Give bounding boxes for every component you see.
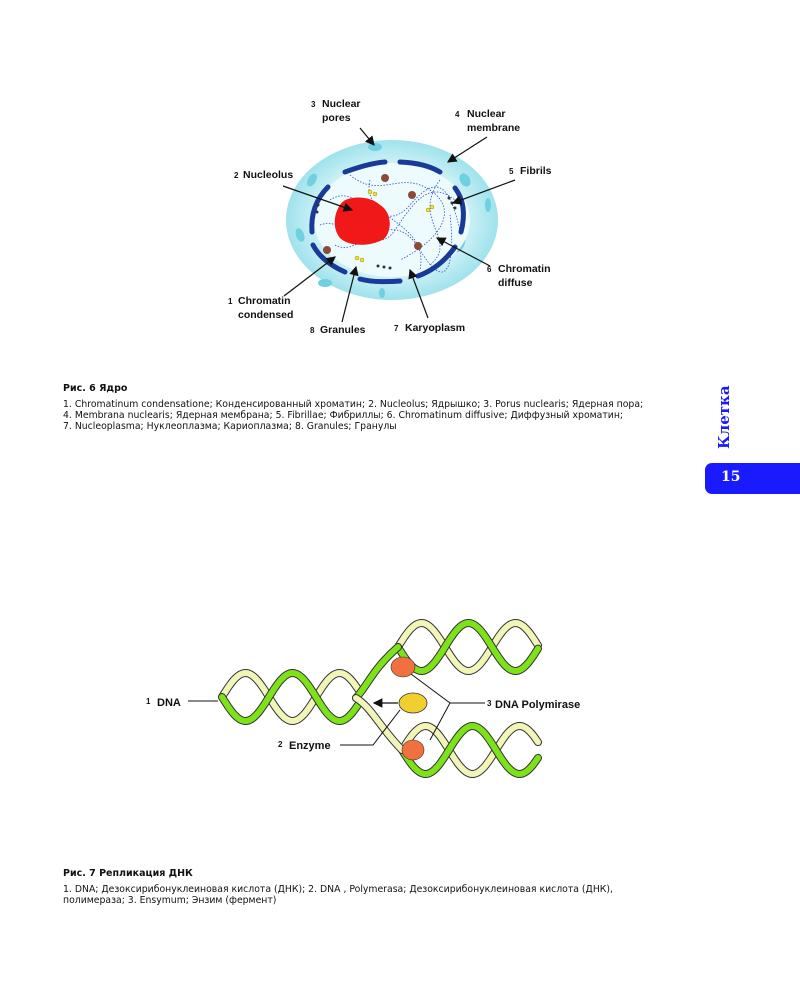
caption-line: 4. Membrana nuclearis; Ядерная мембрана;… (63, 410, 624, 422)
daughter-dna-lower-pale-strand (399, 722, 541, 778)
label-chromatin-diffuse: diffuse (498, 277, 533, 289)
dna-replication-diagram: 1 DNA 2 Enzyme 3 DNA Polymirase (146, 618, 580, 779)
label-number: 6 (487, 265, 492, 274)
label-dna-polymerase: DNA Polymirase (495, 699, 580, 711)
label-chromatin-condensed: condensed (238, 309, 293, 321)
label-granules: Granules (320, 324, 366, 336)
label-number: 4 (455, 110, 460, 119)
label-chromatin-condensed: Chromatin (238, 295, 291, 307)
label-enzyme: Enzyme (289, 740, 331, 752)
dna-helices (218, 618, 542, 779)
parent-dna-green-strand (219, 669, 361, 725)
label-number: 3 (487, 699, 492, 708)
polymerase-upper (390, 656, 416, 678)
parent-dna-pale-strand (219, 669, 361, 725)
leader-lines (188, 673, 485, 746)
label-number: 2 (234, 171, 239, 180)
daughter-dna-upper-green-strand-outline (394, 618, 542, 676)
label-number: 1 (146, 697, 151, 706)
label-chromatin-diffuse: Chromatin (498, 263, 551, 275)
daughter-dna-upper-pale-strand (395, 619, 541, 675)
granules (354, 189, 435, 263)
caption-line: 1. DNA; Дезоксирибонуклеиновая кислота (… (63, 884, 613, 895)
chapter-title: Клетка (715, 385, 733, 449)
label-number: 8 (310, 326, 315, 335)
enzyme (398, 692, 428, 714)
label-nuclear-pores: Nuclear (322, 98, 361, 110)
figure6-caption: 1. Chromatinum condensatione; Конденсиро… (63, 399, 703, 433)
caption-line: 1. Chromatinum condensatione; Конденсиро… (63, 399, 644, 410)
fork-lower-strand (353, 695, 405, 753)
label-nuclear-membrane: membrane (467, 122, 520, 134)
daughter-dna-upper-green-strand (395, 619, 541, 675)
figure6-caption-title: Рис. 6 Ядро (63, 383, 128, 394)
label-karyoplasm: Karyoplasm (405, 322, 465, 334)
label-number: 2 (278, 740, 283, 749)
label-number: 7 (394, 324, 399, 333)
figure7-caption-title: Рис. 7 Репликация ДНК (63, 868, 193, 879)
nuclear-membrane (309, 159, 466, 285)
parent-dna-pale-strand-outline (218, 668, 362, 726)
condensed-chromatin (323, 174, 422, 254)
figure7-caption: 1. DNA; Дезоксирибонуклеиновая кислота (… (63, 884, 703, 906)
label-nuclear-pores: pores (322, 112, 351, 124)
nucleus-diagram: 3 Nuclear pores 4 Nuclear membrane 2 Nuc… (228, 98, 552, 336)
label-nucleolus: Nucleolus (243, 169, 293, 181)
fork-upper-strand (353, 644, 401, 701)
page-number: 15 (721, 469, 741, 485)
daughter-dna-upper-pale-strand-outline (394, 618, 542, 676)
label-nuclear-membrane: Nuclear (467, 108, 506, 120)
caption-line: полимераза; 3. Ensymum; Энзим (фермент) (63, 895, 277, 907)
label-number: 1 (228, 297, 233, 306)
label-fibrils: Fibrils (520, 165, 552, 177)
karyoplasm (314, 163, 470, 277)
label-arrows (282, 127, 516, 323)
caption-line: 7. Nucleoplasma; Нуклеоплазма; Кариоплаз… (63, 421, 397, 433)
label-dna: DNA (157, 697, 181, 709)
polymerase-lower (401, 739, 425, 761)
page-number-tab: 15 (705, 463, 800, 494)
label-number: 3 (311, 100, 316, 109)
parent-dna-green-strand-outline (218, 668, 362, 726)
label-number: 5 (509, 167, 514, 176)
daughter-dna-lower-green-strand (399, 722, 541, 778)
